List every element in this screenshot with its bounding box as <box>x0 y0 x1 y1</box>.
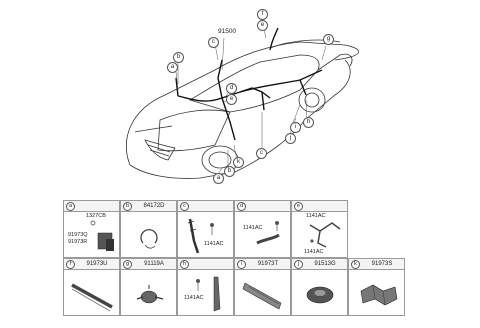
cell-letter: k <box>351 260 360 269</box>
part-label-1327cb: 1327CB <box>86 213 106 219</box>
callout-c-top: c <box>208 37 219 48</box>
part-cell-h: h 1141AC <box>177 258 234 316</box>
cell-header: h <box>178 259 233 270</box>
callout-a-left: a <box>167 62 178 73</box>
part-label-91973q: 91973Q <box>68 232 88 238</box>
part-cell-g: g 91119A <box>120 258 177 316</box>
callout-d: d <box>226 83 237 94</box>
part-cell-a: a 1327CB 91973Q 91973R <box>63 200 120 258</box>
cell-letter: h <box>180 260 189 269</box>
bracket-clip-drawing <box>187 218 214 254</box>
callout-a-bottom: a <box>213 173 224 184</box>
connector-block-drawing <box>90 220 114 251</box>
cell-header: d <box>235 201 290 212</box>
cell-header: f 91973U <box>64 259 119 270</box>
part-cell-e: e 1141AC 1141AC <box>291 200 348 258</box>
wiring-bracket-drawing <box>309 222 341 248</box>
cell-header: j 91513G <box>292 259 347 270</box>
vehicle-illustration <box>126 20 360 179</box>
part-label-1141ac: 1141AC <box>243 225 263 231</box>
part-cell-f: f 91973U <box>63 258 120 316</box>
grommet-ring-drawing <box>140 229 158 249</box>
harness-protector-drawing <box>256 221 280 245</box>
cell-letter: d <box>237 202 246 211</box>
part-cell-k: k 91973S <box>348 258 405 316</box>
part-cell-j: j 91513G <box>291 258 348 316</box>
cell-header: c <box>178 201 233 212</box>
part-cell-i: i 91973T <box>234 258 291 316</box>
callout-e-top: e <box>257 20 268 31</box>
callout-c-bottom: c <box>256 148 267 159</box>
cell-letter: j <box>294 260 303 269</box>
callout-e-mid: e <box>226 94 237 105</box>
cell-code: 91119A <box>144 261 164 267</box>
callout-i: i <box>290 122 301 133</box>
bracket-assembly-drawing <box>360 284 398 306</box>
grommet-clip-drawing <box>136 285 164 304</box>
cell-header: a <box>64 201 119 212</box>
callout-j: j <box>285 133 296 144</box>
cell-header: k 91973S <box>349 259 404 270</box>
cell-letter: a <box>66 202 75 211</box>
part-label-1141ac: 1141AC <box>184 295 204 301</box>
cell-code: 91973T <box>257 261 279 267</box>
cell-letter: b <box>123 202 132 211</box>
cell-letter: e <box>294 202 303 211</box>
callout-f-top: f <box>257 9 268 20</box>
part-label-1141ac: 1141AC <box>204 241 224 247</box>
cell-code: 91973S <box>371 261 393 267</box>
round-grommet-drawing <box>306 286 334 304</box>
harness-channel-drawing <box>71 283 113 312</box>
part-cell-b: b 84172D <box>120 200 177 258</box>
cell-code: 91973U <box>86 261 108 267</box>
cell-header: i 91973T <box>235 259 290 270</box>
cell-code: 84172D <box>143 203 165 209</box>
callout-b-left: b <box>173 52 184 63</box>
cell-letter: c <box>180 202 189 211</box>
main-assembly-part-number: 91500 <box>218 28 237 35</box>
callout-k: k <box>233 157 244 168</box>
callout-b-bottom: b <box>224 166 235 177</box>
cell-header: e <box>292 201 347 212</box>
harness-cover-drawing <box>242 282 282 310</box>
cell-header: b 84172D <box>121 201 176 212</box>
part-label-91973r: 91973R <box>68 239 88 245</box>
part-cell-c: c 1141AC <box>177 200 234 258</box>
cell-header: g 91119A <box>121 259 176 270</box>
cell-letter: g <box>123 260 132 269</box>
part-cell-d: d 1141AC <box>234 200 291 258</box>
cell-letter: i <box>237 260 246 269</box>
part-label-1141ac-bottom: 1141AC <box>304 249 324 255</box>
callout-h: h <box>303 117 314 128</box>
cell-letter: f <box>66 260 75 269</box>
part-label-1141ac-top: 1141AC <box>306 213 326 219</box>
cell-code: 91513G <box>314 261 336 267</box>
callout-g: g <box>323 34 334 45</box>
holder-bracket-drawing <box>196 276 221 312</box>
